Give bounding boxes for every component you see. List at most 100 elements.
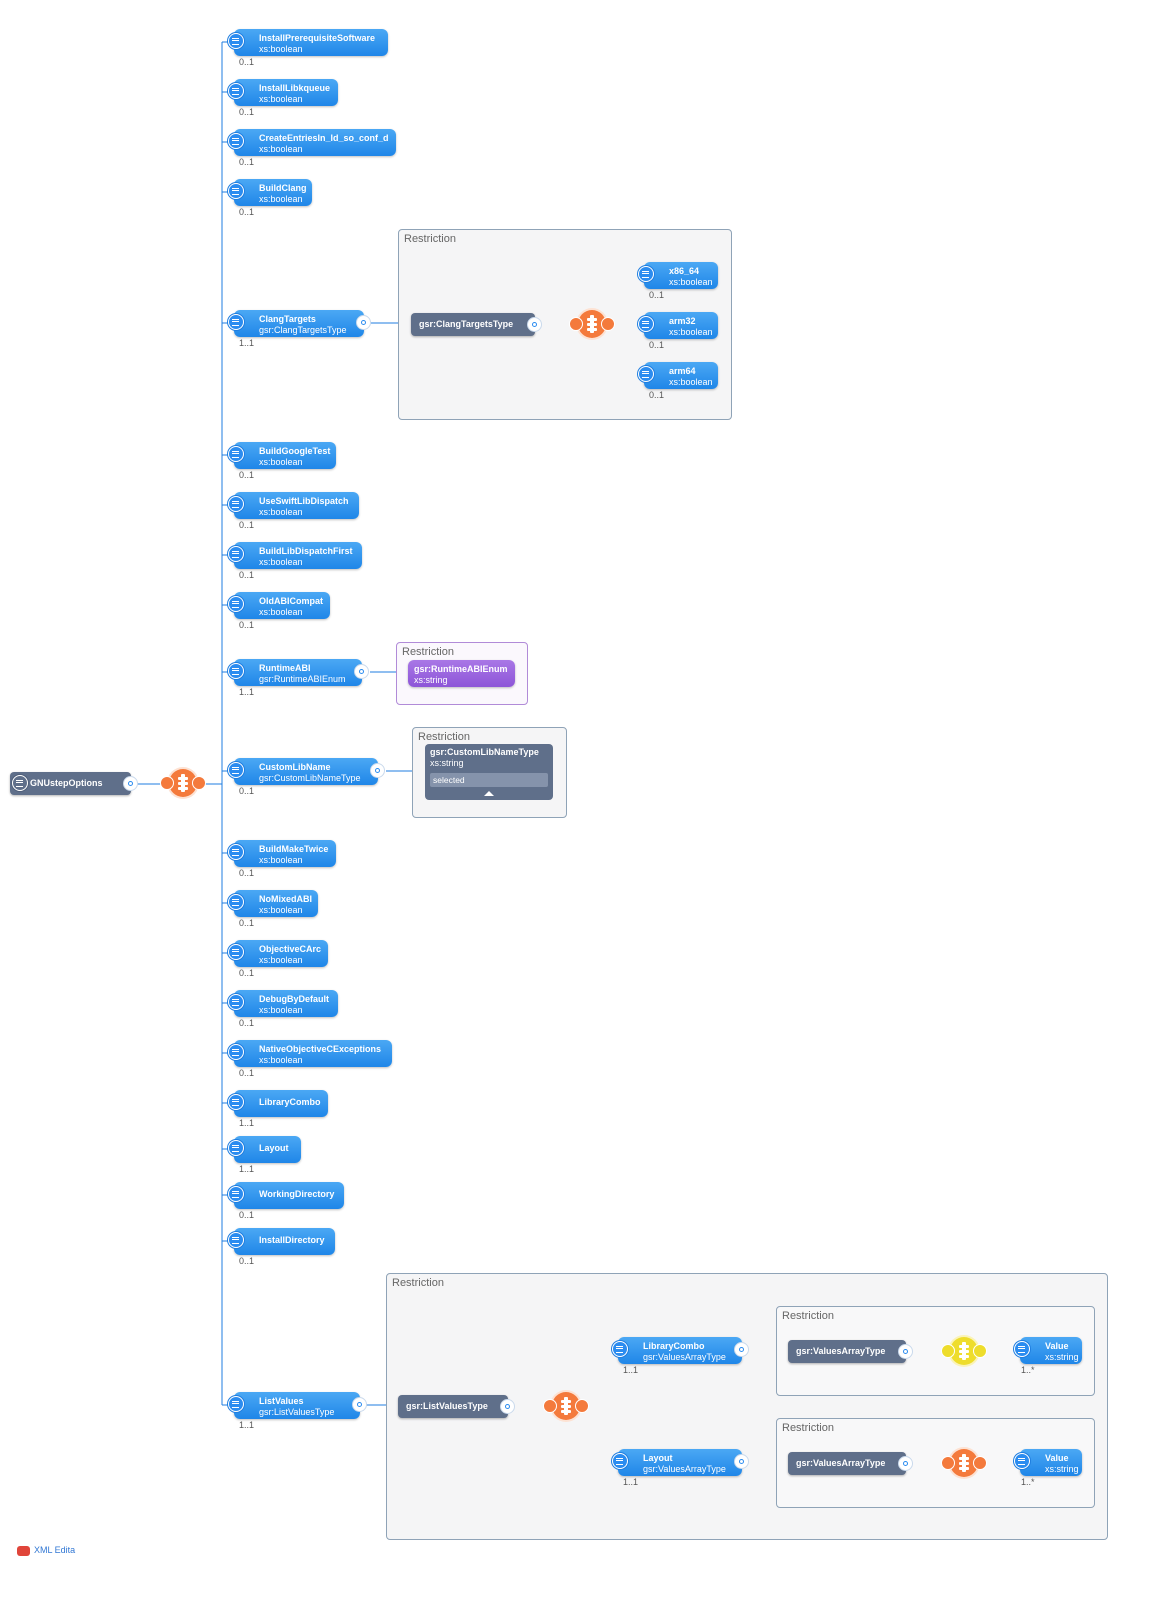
expand-icon[interactable]	[500, 1399, 515, 1414]
element-name: NativeObjectiveCExceptions	[259, 1044, 382, 1054]
element-type: gsr:CustomLibNameType	[259, 773, 361, 783]
element-type-icon	[228, 183, 244, 199]
values-array-type-2[interactable]: gsr:ValuesArrayType	[788, 1452, 913, 1475]
element-InstallDirectory[interactable]: InstallDirectory	[228, 1228, 335, 1255]
selected-value[interactable]: selected	[430, 773, 548, 787]
element-name: BuildGoogleTest	[259, 446, 331, 456]
expand-icon[interactable]	[527, 317, 542, 332]
expand-icon[interactable]	[354, 664, 369, 679]
restriction-label: Restriction	[404, 233, 456, 245]
list-values-type-name: gsr:ListValuesType	[406, 1401, 488, 1411]
occurs-label: 0..1	[239, 868, 255, 878]
element-type-icon	[638, 266, 654, 282]
element-type: xs:boolean	[669, 377, 713, 387]
element-name: UseSwiftLibDispatch	[259, 496, 349, 506]
element-type-icon	[228, 1186, 244, 1202]
element-WorkingDirectory[interactable]: WorkingDirectory	[228, 1182, 344, 1209]
value-element-1[interactable]: Value xs:string	[1014, 1337, 1082, 1364]
expand-icon[interactable]	[352, 1397, 367, 1412]
element-Layout[interactable]: Layout	[228, 1136, 301, 1163]
element-name: InstallLibkqueue	[259, 83, 331, 93]
expand-icon[interactable]	[734, 1342, 749, 1357]
occurs-label: 0..1	[649, 340, 665, 350]
element-type-icon	[228, 1044, 244, 1060]
runtime-abi-enum[interactable]: gsr:RuntimeABIEnum xs:string	[408, 660, 515, 687]
expand-icon[interactable]	[356, 315, 371, 330]
occurs-label: 0..1	[239, 968, 255, 978]
occurs-label: 0..1	[239, 470, 255, 480]
element-type: xs:boolean	[259, 855, 303, 865]
root-element-name: GNUstepOptions	[30, 778, 103, 788]
element-name: LibraryCombo	[259, 1097, 321, 1107]
element-name: Layout	[259, 1143, 289, 1153]
element-name: arm64	[669, 366, 696, 376]
expand-icon[interactable]	[898, 1456, 913, 1471]
element-name: InstallPrerequisiteSoftware	[259, 33, 376, 43]
occurs-label: 0..1	[239, 620, 255, 630]
element-type: xs:boolean	[259, 144, 303, 154]
element-name: CreateEntriesIn_ld_so_conf_d	[259, 133, 389, 143]
value-element-2[interactable]: Value xs:string	[1014, 1449, 1082, 1476]
restriction-label: Restriction	[418, 731, 470, 743]
expand-icon[interactable]	[734, 1454, 749, 1469]
element-type-icon	[228, 83, 244, 99]
list-values-type[interactable]: gsr:ListValuesType	[398, 1395, 515, 1418]
element-type: xs:boolean	[259, 194, 303, 204]
collapse-caret-icon[interactable]	[484, 791, 494, 796]
restriction-label: Restriction	[782, 1310, 834, 1322]
expand-icon[interactable]	[123, 776, 138, 791]
element-name: DebugByDefault	[259, 994, 330, 1004]
element-name: OldABICompat	[259, 596, 323, 606]
occurs-label: 0..1	[239, 1210, 255, 1220]
list-values-sequence-icon[interactable]	[543, 1392, 589, 1420]
occurs-label: 1..1	[239, 1118, 255, 1128]
element-name: BuildMakeTwice	[259, 844, 329, 854]
root-element[interactable]: GNUstepOptions	[10, 772, 138, 795]
element-name: ListValues	[259, 1396, 304, 1406]
values-array-sequence-icon-1[interactable]	[941, 1337, 987, 1365]
expand-icon[interactable]	[898, 1344, 913, 1359]
values-array-type-1[interactable]: gsr:ValuesArrayType	[788, 1340, 913, 1363]
occurs-label: 1..1	[239, 1420, 255, 1430]
clang-targets-type[interactable]: gsr:ClangTargetsType	[411, 313, 542, 336]
expand-icon[interactable]	[370, 763, 385, 778]
occurs-label: 0..1	[239, 57, 255, 67]
occurs-label: 0..1	[239, 570, 255, 580]
value-element-type: xs:string	[1045, 1464, 1079, 1474]
element-name: NoMixedABI	[259, 894, 313, 904]
clang-sequence-icon[interactable]	[569, 310, 615, 338]
element-type-icon	[12, 775, 28, 791]
root-sequence-icon[interactable]	[160, 769, 206, 797]
occurs-label: 1..1	[623, 1477, 639, 1487]
element-LibraryCombo[interactable]: LibraryCombo	[228, 1090, 328, 1117]
element-type-icon	[1014, 1341, 1030, 1357]
element-type-icon	[228, 1232, 244, 1248]
custom-lib-name-enum[interactable]: gsr:CustomLibNameType xs:string selected	[425, 744, 553, 800]
values-array-type-name: gsr:ValuesArrayType	[796, 1458, 886, 1468]
values-array-sequence-icon-2[interactable]	[941, 1449, 987, 1477]
occurs-label: 0..1	[239, 107, 255, 117]
element-type-icon	[228, 994, 244, 1010]
